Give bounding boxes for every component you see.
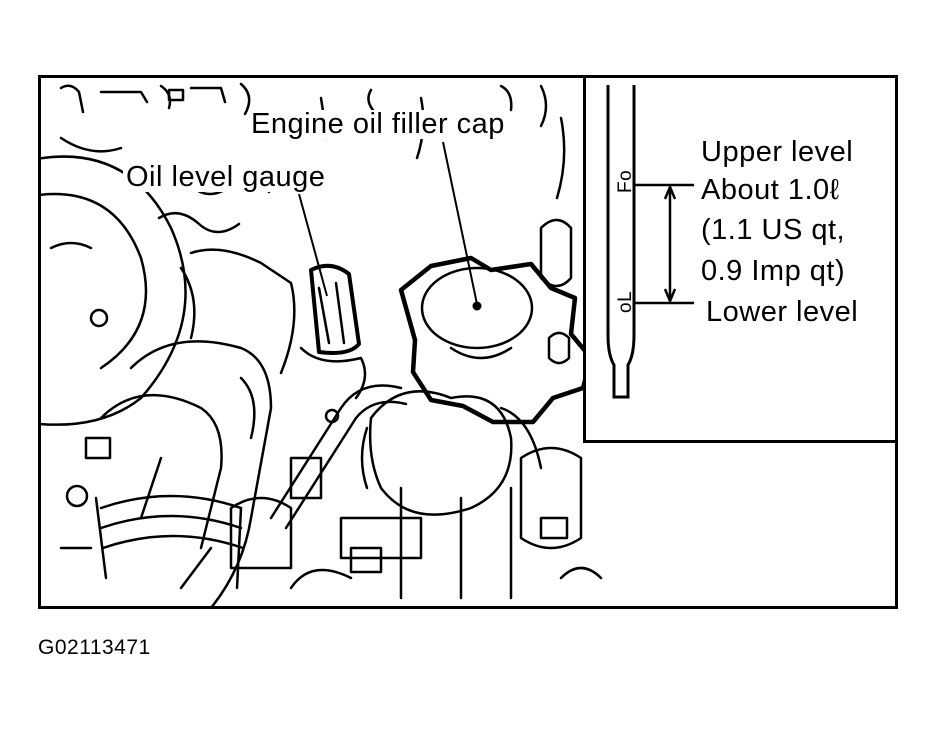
filler-cap-leader-dot — [472, 301, 482, 311]
filler-cap-leader-line — [442, 141, 478, 305]
diagram-frame: Fo oL Upper level About 1.0ℓ (1.1 US qt,… — [38, 75, 898, 609]
filler-cap-label: Engine oil filler cap — [248, 110, 508, 139]
lower-level-label: Lower level — [706, 296, 859, 328]
gauge-leader-line — [298, 193, 328, 297]
capacity-us-label: (1.1 US qt, — [701, 214, 846, 246]
dipstick-illustration — [606, 85, 694, 399]
engine-bay-illustration — [41, 82, 603, 606]
figure-id: G02113471 — [38, 636, 151, 659]
oil-level-gauge-label: Oil level gauge — [123, 163, 329, 192]
upper-level-label: Upper level — [701, 136, 854, 168]
dipstick-inset: Fo oL Upper level About 1.0ℓ (1.1 US qt,… — [583, 78, 895, 443]
capacity-label: About 1.0ℓ — [701, 174, 840, 206]
leader-lines — [298, 141, 482, 311]
capacity-imp-label: 0.9 Imp qt) — [701, 255, 846, 287]
